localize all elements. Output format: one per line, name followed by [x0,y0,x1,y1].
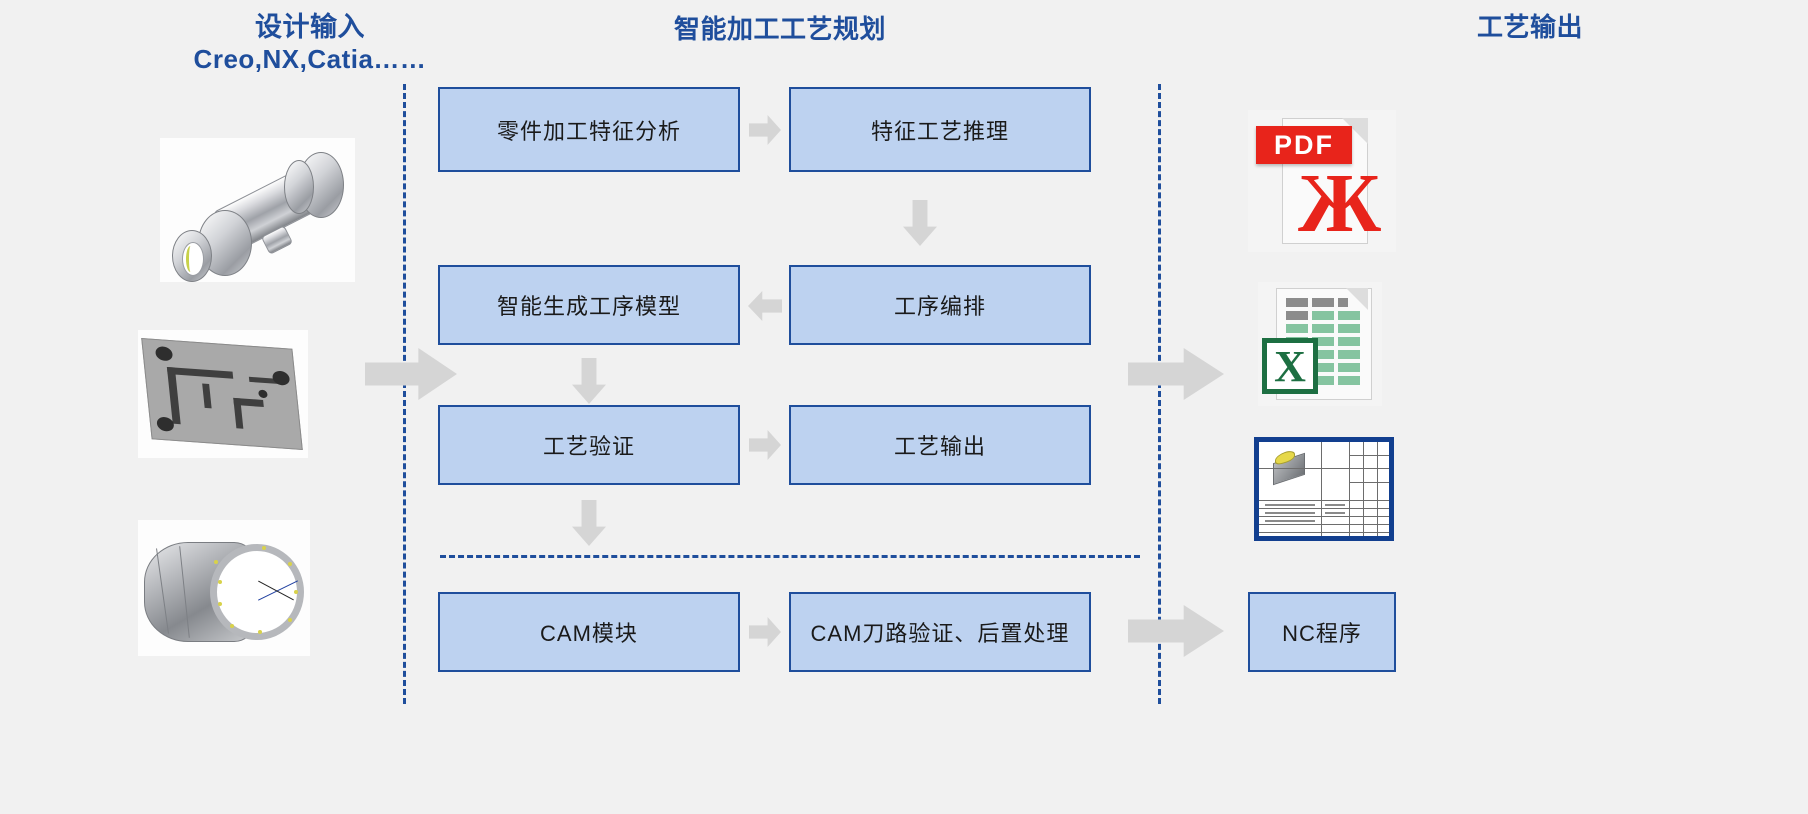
arrow-sequencing-to-model [748,291,782,321]
divider-middle-horizontal [440,555,1140,558]
excel-spreadsheet-icon: X [1258,282,1382,406]
arrow-reasoning-to-sequencing [903,200,937,246]
arrow-input-to-planning [365,348,457,400]
heading-design-input: 设计输入 Creo,NX,Catia…… [110,12,510,75]
process-box-process-verification[interactable]: 工艺验证 [438,405,740,485]
arrow-verification-to-output [749,430,781,460]
arrow-planning-to-output [1128,348,1224,400]
heading-intelligent-process-planning: 智能加工工艺规划 [673,14,886,44]
cad-model-engine-casing [138,520,310,656]
process-box-operation-sequencing[interactable]: 工序编排 [789,265,1091,345]
excel-badge-label: X [1262,338,1318,394]
heading-design-input-main: 设计输入 [255,12,365,42]
process-box-cam-toolpath-postprocess[interactable]: CAM刀路验证、后置处理 [789,592,1091,672]
process-drawing-sheet-icon [1254,437,1394,541]
pdf-label: PDF [1256,126,1352,164]
cad-model-shaft-housing [160,138,355,282]
arrow-verification-to-cam [572,500,606,546]
divider-left-vertical [403,84,406,704]
arrow-analysis-to-reasoning [749,115,781,145]
process-box-generate-operation-model[interactable]: 智能生成工序模型 [438,265,740,345]
process-box-part-feature-analysis[interactable]: 零件加工特征分析 [438,87,740,172]
arrow-model-to-verification [572,358,606,404]
divider-right-vertical [1158,84,1161,704]
process-box-feature-process-reasoning[interactable]: 特征工艺推理 [789,87,1091,172]
pdf-swoosh-icon: Ж [1298,157,1382,250]
process-box-process-output[interactable]: 工艺输出 [789,405,1091,485]
arrow-cam-to-toolpath [749,617,781,647]
pdf-document-icon: PDF Ж [1248,110,1396,252]
heading-design-input-sub: Creo,NX,Catia…… [193,43,427,74]
arrow-toolpath-to-nc [1128,605,1224,657]
cad-model-mold-plate [138,330,308,458]
heading-process-output: 工艺输出 [1476,12,1583,42]
process-box-cam-module[interactable]: CAM模块 [438,592,740,672]
process-box-nc-program[interactable]: NC程序 [1248,592,1396,672]
